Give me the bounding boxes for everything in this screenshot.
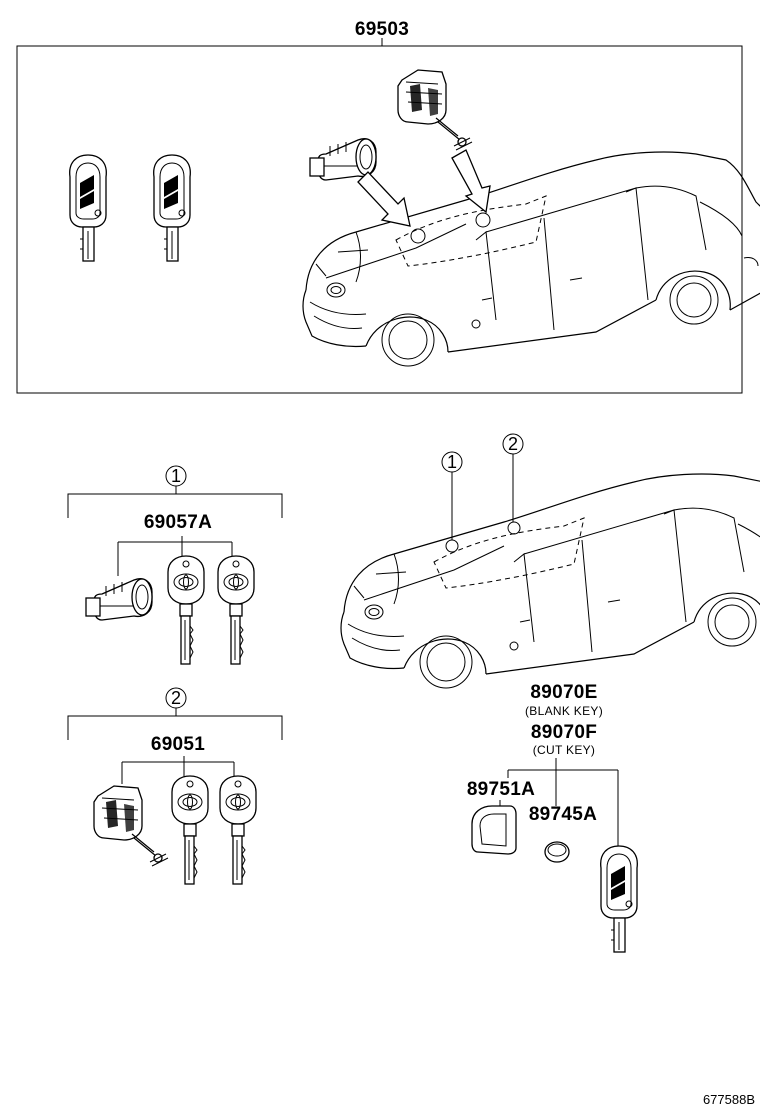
lock-location-marker bbox=[507, 521, 521, 535]
door-lock-cylinder-icon bbox=[85, 578, 153, 621]
remote-key-icon bbox=[153, 154, 191, 262]
case-part-number: 89751A bbox=[467, 779, 535, 800]
key-icon bbox=[217, 555, 255, 665]
remote-key-icon bbox=[69, 154, 107, 262]
leader-lines bbox=[117, 536, 233, 576]
remote-key-parts-group: 89070E (BLANK KEY) 89070F (CUT KEY) 8975… bbox=[467, 682, 638, 953]
leader-lines bbox=[121, 756, 235, 784]
leader-lines bbox=[451, 454, 514, 540]
set-2-part-number: 69051 bbox=[151, 734, 205, 755]
car-marker-number: 1 bbox=[447, 452, 457, 472]
car-icon bbox=[340, 473, 760, 689]
key-icon bbox=[219, 775, 257, 885]
blank-key-part-number: 89070E bbox=[530, 682, 597, 703]
key-icon bbox=[167, 555, 205, 665]
bracket bbox=[67, 486, 283, 518]
key-icon bbox=[171, 775, 209, 885]
ignition-lock-cylinder-icon bbox=[93, 785, 169, 867]
key-case-inner bbox=[479, 813, 507, 847]
lock-location-marker bbox=[445, 539, 459, 553]
callout-number: 2 bbox=[171, 688, 181, 708]
arrow-icon bbox=[357, 171, 411, 227]
set-2-group: 2 69051 bbox=[67, 687, 283, 885]
kit-part-number: 69503 bbox=[355, 19, 409, 40]
battery-top bbox=[547, 843, 567, 857]
set-1-group: 1 69057A bbox=[67, 465, 283, 665]
bracket bbox=[67, 708, 283, 740]
ignition-lock-cylinder-icon bbox=[397, 69, 473, 151]
blank-key-note: (BLANK KEY) bbox=[525, 704, 603, 718]
leader-lines bbox=[507, 758, 619, 846]
car-marker-number: 2 bbox=[508, 434, 518, 454]
battery-part-number: 89745A bbox=[529, 804, 597, 825]
cut-key-note: (CUT KEY) bbox=[533, 743, 595, 757]
arrow-icon bbox=[451, 149, 491, 214]
remote-key-icon bbox=[600, 845, 638, 953]
cut-key-part-number: 89070F bbox=[531, 722, 597, 743]
callout-number: 1 bbox=[171, 466, 181, 486]
lock-location-marker bbox=[410, 228, 426, 244]
kit-69503-group: 69503 bbox=[16, 19, 760, 394]
set-1-part-number: 69057A bbox=[144, 512, 212, 533]
lock-location-marker bbox=[475, 212, 491, 228]
kit-box bbox=[16, 45, 743, 394]
location-car-group: 1 2 bbox=[340, 433, 760, 689]
figure-id: 677588B bbox=[703, 1092, 755, 1107]
key-case-icon bbox=[471, 805, 517, 855]
battery-icon bbox=[544, 841, 570, 863]
